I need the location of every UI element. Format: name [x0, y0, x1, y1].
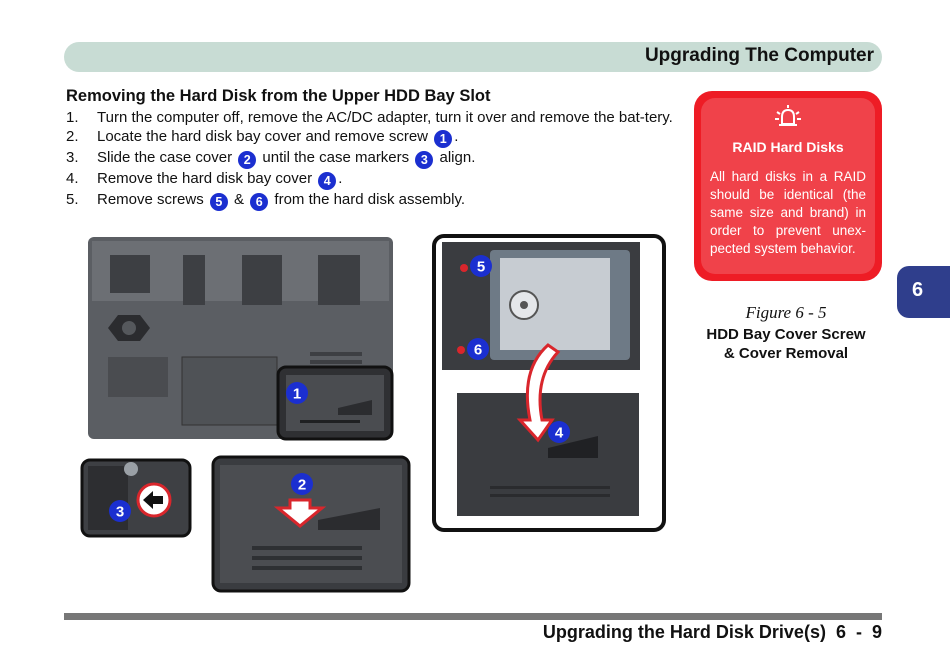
callout-1: 1 — [293, 386, 301, 403]
page-number: 6 - 9 — [835, 622, 882, 642]
step-number: 1. — [66, 109, 79, 126]
inset-case-marker — [80, 458, 192, 538]
callout-badge: 2 — [238, 151, 257, 169]
header-bar — [64, 42, 882, 72]
callout-badge: 1 — [434, 130, 453, 148]
chapter-number: 6 — [912, 279, 924, 301]
callout-5: 5 — [477, 259, 485, 276]
inset-bay-cover — [276, 365, 394, 441]
step-text: . — [454, 128, 459, 145]
callout-6: 6 — [474, 342, 482, 359]
step-2: 2. Locate the hard disk bay cover and re… — [66, 127, 681, 148]
step-text: Locate the hard disk bay cover and remov… — [97, 128, 429, 145]
chapter-tab — [897, 266, 950, 318]
raid-note-inner — [701, 98, 875, 274]
step-text: until the case markers — [262, 149, 410, 166]
step-text: Slide the case cover — [97, 149, 233, 166]
step-5: 5. Remove screws 5 & 6 from the hard dis… — [66, 190, 681, 211]
callout-badge: 5 — [209, 193, 228, 211]
step-text: . — [338, 170, 343, 187]
figure-description: HDD Bay Cover Screw & Cover Removal — [706, 326, 866, 362]
step-1: 1. Turn the computer off, remove the AC/… — [66, 108, 681, 127]
raid-note-body: All hard disks in a RAID should be ident… — [710, 169, 866, 256]
footer-title: Upgrading the Hard Disk Drive(s) — [542, 622, 826, 642]
callout-3: 3 — [116, 504, 124, 521]
step-text: Remove the hard disk bay cover — [97, 170, 313, 187]
step-text: align. — [439, 149, 476, 166]
page-header-title: Upgrading The Computer — [644, 45, 874, 66]
step-4: 4. Remove the hard disk bay cover 4. — [66, 169, 681, 190]
step-text: Turn the computer off, remove the AC/DC … — [97, 109, 673, 126]
callout-badge: 4 — [318, 172, 337, 190]
raid-note-title: RAID Hard Disks — [732, 139, 844, 155]
step-number: 2. — [66, 128, 79, 145]
callout-badge: 3 — [415, 151, 434, 169]
section-title: Removing the Hard Disk from the Upper HD… — [66, 87, 491, 105]
page-footer: Upgrading the Hard Disk Drive(s) 6 - 9 — [543, 622, 882, 643]
figure-label: Figure 6 - 5 — [745, 303, 827, 322]
figure-callouts: 1 2 3 4 5 6 — [109, 255, 570, 522]
callout-2: 2 — [298, 477, 306, 494]
alarm-bell-icon — [775, 105, 801, 126]
figure-caption: Figure 6 - 5 HDD Bay Cover Screw & Cover… — [706, 303, 866, 363]
step-number: 4. — [66, 170, 79, 187]
inset-slide-cover — [211, 455, 411, 593]
callout-4: 4 — [555, 425, 564, 442]
step-3: 3. Slide the case cover 2 until the case… — [66, 148, 681, 169]
step-text: from the hard disk assembly. — [274, 191, 466, 208]
step-text: & — [234, 191, 245, 208]
footer-bar — [64, 613, 882, 620]
laptop-bottom-image — [88, 237, 393, 439]
inset-hard-disk — [432, 234, 666, 532]
step-number: 3. — [66, 149, 79, 166]
step-number: 5. — [66, 191, 79, 208]
callout-badge: 6 — [250, 193, 269, 211]
steps-list: 1. Turn the computer off, remove the AC/… — [66, 108, 681, 211]
step-text: Remove screws — [97, 191, 204, 208]
